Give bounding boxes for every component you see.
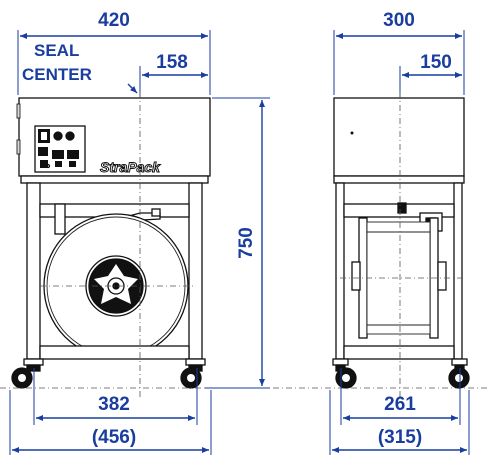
- side-overall-caster-label: (315): [378, 427, 422, 448]
- side-seal-offset-label: 150: [420, 52, 452, 73]
- front-left-caster: [11, 358, 44, 389]
- side-view: 300 150: [329, 10, 470, 455]
- brand-logo: StraPack: [100, 159, 161, 175]
- front-right-leg: [188, 182, 203, 360]
- side-depth-label: 300: [383, 10, 415, 31]
- side-right-leg: [453, 182, 463, 360]
- side-caster-span-label: 261: [384, 394, 416, 415]
- front-overall-caster-label: (456): [92, 427, 136, 448]
- side-left-leg: [335, 182, 345, 360]
- front-seal-offset-label: 158: [156, 52, 188, 73]
- front-width-label: 420: [98, 10, 130, 31]
- side-machine-head: [333, 97, 465, 177]
- side-left-caster: [332, 358, 357, 389]
- height-label: 750: [236, 227, 257, 259]
- seal-center-label-line1: SEAL: [34, 41, 79, 60]
- front-left-leg: [26, 182, 41, 360]
- control-panel: [34, 125, 86, 173]
- seal-center-label-line2: CENTER: [22, 65, 92, 84]
- front-view: 420 SEAL CENTER 158: [0, 10, 490, 455]
- side-right-caster: [448, 358, 470, 389]
- strap-coil-reel: [43, 213, 189, 359]
- front-right-caster: [180, 358, 206, 389]
- front-caster-span-label: 382: [98, 394, 130, 415]
